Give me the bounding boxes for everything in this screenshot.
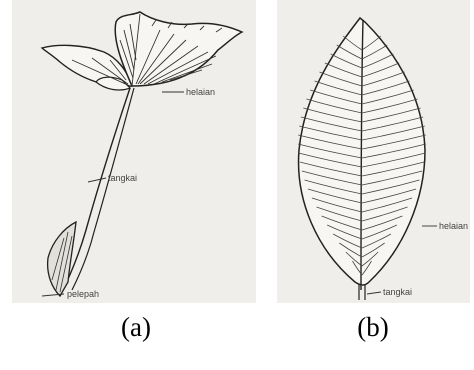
leaf-b-drawing: helaian tangkai — [277, 0, 470, 303]
label-b-blade: helaian — [439, 221, 468, 231]
label-a-sheath: pelepah — [67, 289, 99, 299]
label-a-blade: helaian — [186, 87, 215, 97]
leaf-illustration-a: helaian tangkai pelepah — [12, 0, 256, 303]
leaf-a-drawing: helaian tangkai pelepah — [12, 0, 256, 303]
caption-a: (a) — [76, 312, 196, 343]
label-b-petiole: tangkai — [383, 287, 412, 297]
leaf-illustration-b: helaian tangkai — [277, 0, 470, 303]
label-a-petiole: tangkai — [108, 173, 137, 183]
caption-b: (b) — [313, 312, 433, 343]
